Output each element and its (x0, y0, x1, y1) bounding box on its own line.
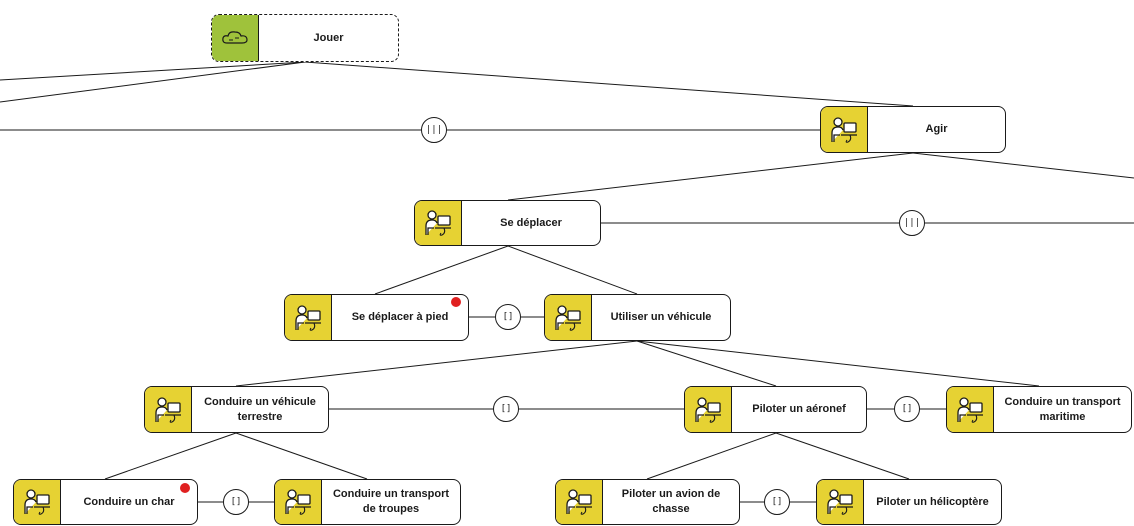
node-label: Utiliser un véhicule (610, 311, 712, 323)
person-laptop-icon (14, 480, 61, 524)
person-laptop-icon (817, 480, 864, 524)
operator-choice[interactable]: [] (764, 489, 790, 515)
person-laptop-icon (275, 480, 322, 524)
operator-concurrent[interactable]: ||| (899, 210, 925, 236)
status-marker (180, 483, 190, 493)
edge (374, 245, 509, 295)
operator-choice[interactable]: [] (894, 396, 920, 422)
node-label: Conduire un transport maritime (1004, 395, 1121, 423)
person-laptop-icon (556, 480, 603, 524)
node-conduire-terrestre[interactable]: Conduire un véhicule terrestre (144, 386, 329, 433)
edge (636, 340, 1040, 387)
node-piloter-aeronef[interactable]: Piloter un aéronef (684, 386, 867, 433)
person-laptop-icon (285, 295, 332, 340)
operator-choice[interactable]: [] (493, 396, 519, 422)
node-label: Piloter un aéronef (752, 403, 846, 415)
edge (646, 432, 777, 480)
node-se-deplacer[interactable]: Se déplacer (414, 200, 601, 246)
edge (304, 61, 914, 107)
status-marker (451, 297, 461, 307)
edge (104, 432, 237, 480)
node-conduire-char[interactable]: Conduire un char (13, 479, 198, 525)
cloud-icon (212, 15, 259, 61)
node-piloter-helico[interactable]: Piloter un hélicoptère (816, 479, 1002, 525)
edge (235, 340, 638, 387)
node-jouer[interactable]: Jouer (211, 14, 399, 62)
operator-concurrent[interactable]: ||| (421, 117, 447, 143)
edge (507, 245, 638, 295)
node-label: Agir (925, 123, 948, 135)
node-label: Conduire un transport de troupes (332, 488, 450, 515)
node-label: Se déplacer (500, 216, 562, 229)
node-label: Piloter un hélicoptère (876, 495, 989, 508)
node-label: Conduire un char (83, 495, 175, 508)
node-agir[interactable]: Agir (820, 106, 1006, 153)
node-label: Piloter un avion de chasse (621, 488, 721, 515)
person-laptop-icon (545, 295, 592, 340)
edge (0, 61, 306, 103)
edge (775, 432, 910, 480)
operator-choice[interactable]: [] (495, 304, 521, 330)
edge (507, 152, 914, 201)
edge (235, 432, 368, 480)
node-piloter-avion[interactable]: Piloter un avion de chasse (555, 479, 740, 525)
edge (0, 61, 306, 81)
node-conduire-troupes[interactable]: Conduire un transport de troupes (274, 479, 461, 525)
node-label: Se déplacer à pied (351, 311, 449, 323)
person-laptop-icon (685, 387, 732, 432)
person-laptop-icon (947, 387, 994, 432)
node-utiliser-vehicule[interactable]: Utiliser un véhicule (544, 294, 731, 341)
edge (912, 152, 1134, 179)
person-laptop-icon (145, 387, 192, 432)
node-se-deplacer-pied[interactable]: Se déplacer à pied (284, 294, 469, 341)
node-conduire-maritime[interactable]: Conduire un transport maritime (946, 386, 1132, 433)
operator-choice[interactable]: [] (223, 489, 249, 515)
node-label: Jouer (313, 31, 344, 44)
person-laptop-icon (821, 107, 868, 152)
person-laptop-icon (415, 201, 462, 245)
edge (636, 340, 777, 387)
node-label: Conduire un véhicule terrestre (204, 395, 316, 423)
